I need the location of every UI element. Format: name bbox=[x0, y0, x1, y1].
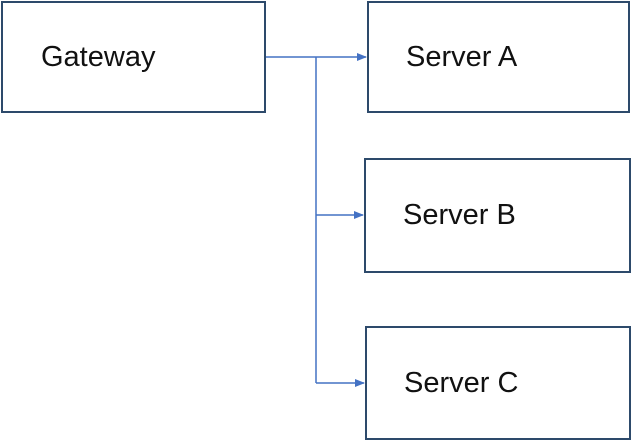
server-b-node[interactable]: Server B bbox=[364, 158, 631, 273]
server-a-node[interactable]: Server A bbox=[367, 1, 630, 113]
gateway-node[interactable]: Gateway bbox=[1, 1, 266, 113]
server-b-label: Server B bbox=[403, 199, 516, 231]
server-a-label: Server A bbox=[406, 40, 518, 73]
gateway-label: Gateway bbox=[41, 40, 156, 73]
server-c-label: Server C bbox=[404, 366, 519, 399]
server-c-node[interactable]: Server C bbox=[365, 326, 631, 440]
